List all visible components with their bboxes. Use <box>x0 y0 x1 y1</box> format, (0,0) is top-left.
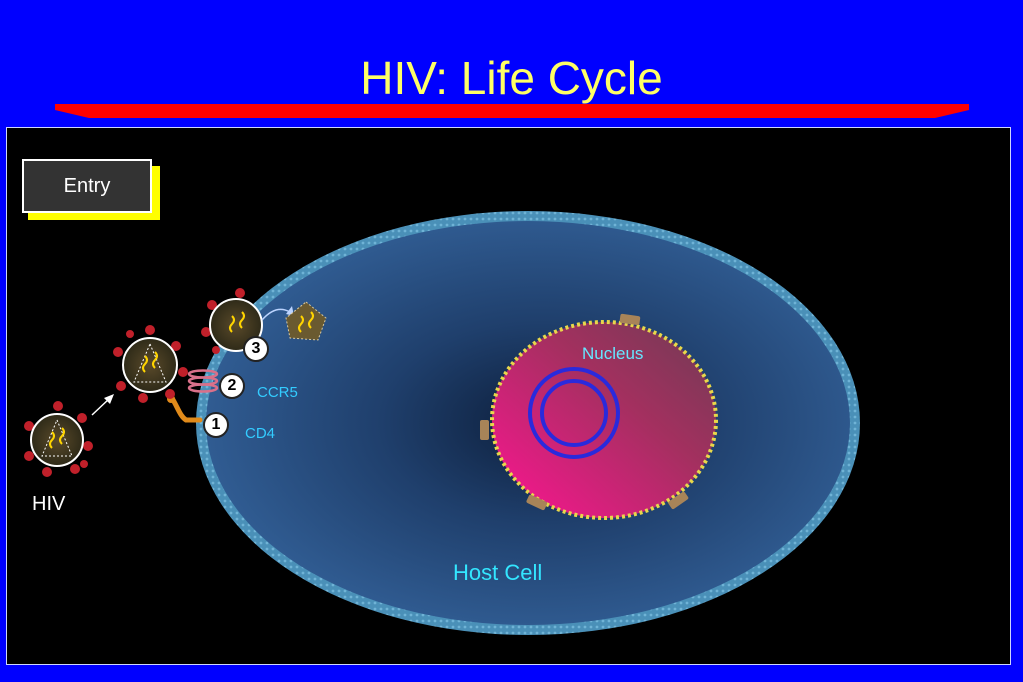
nucleus-label: Nucleus <box>582 344 644 363</box>
step-3-marker: 3 <box>243 336 269 362</box>
step-1-marker: 1 <box>203 412 229 438</box>
nuclear-pore <box>480 420 489 440</box>
slide-title: HIV: Life Cycle <box>360 52 663 104</box>
ccr5-label: CCR5 <box>257 384 298 401</box>
cd4-label: CD4 <box>245 425 276 442</box>
nuclear-pore <box>526 494 548 511</box>
dna-ring-inner <box>540 379 608 447</box>
fusion-arrow <box>261 308 291 321</box>
hiv-label: HIV <box>32 493 66 515</box>
nuclear-pore <box>619 313 641 326</box>
ccr5-coreceptor <box>187 369 219 393</box>
hiv-virion <box>24 401 93 477</box>
released-capsid <box>285 301 327 341</box>
title-underline-bar <box>55 104 969 118</box>
step-2-marker: 2 <box>219 373 245 399</box>
dna-ring-outer <box>528 367 620 459</box>
hiv-virion-binding <box>113 325 188 403</box>
cd4-receptor <box>169 395 203 423</box>
stage-label-entry: Entry <box>22 159 152 213</box>
nuclear-pore <box>668 491 689 510</box>
host-cell-label: Host Cell <box>453 560 543 585</box>
